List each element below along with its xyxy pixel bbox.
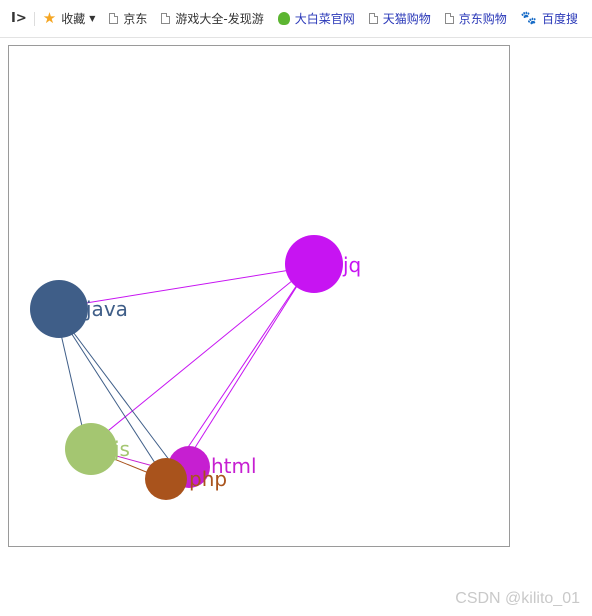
bookmarks-bar: I> ★ 收藏 ▼ 京东 游戏大全-发现游 大白菜官网 天猫购物 京东购物 🐾 … (0, 0, 592, 38)
page-icon (161, 13, 171, 24)
edge-layer (54, 266, 310, 481)
bookmark-jingdong[interactable]: 京东 (109, 7, 147, 31)
bookmark-label: 天猫购物 (382, 12, 431, 26)
bookmark-tmall[interactable]: 天猫购物 (368, 7, 431, 31)
toolbar-divider (33, 11, 35, 26)
bookmark-baidu[interactable]: 🐾 百度搜 (521, 7, 578, 31)
graph-edge-jq-js (86, 266, 310, 449)
graph-node-label-js: js (113, 437, 130, 461)
bookmark-label: 收藏 (61, 12, 86, 26)
graph-node-label-java: java (85, 297, 128, 321)
bookmark-jd-shopping[interactable]: 京东购物 (444, 7, 507, 31)
graph-node-js[interactable] (65, 423, 117, 475)
graph-node-label-html: html (211, 454, 257, 478)
bookmark-label: 百度搜 (541, 12, 578, 26)
graph-node-label-php: php (189, 467, 227, 491)
bookmark-label: 京东 (123, 12, 148, 26)
bookmark-label: 大白菜官网 (294, 12, 355, 26)
watermark: CSDN @kilito_01 (455, 590, 580, 607)
graph-edge-jq-java (54, 266, 310, 309)
graph-node-jq[interactable] (285, 235, 343, 293)
bookmark-games[interactable]: 游戏大全-发现游 (161, 7, 264, 31)
sidebar-toggle-button[interactable]: I> (11, 11, 27, 26)
graph-edge-jq-html (178, 266, 310, 474)
graph-edge-java-html (54, 307, 180, 474)
bookmark-dabaicai[interactable]: 大白菜官网 (277, 7, 355, 31)
page-icon (368, 13, 378, 24)
graph-node-java[interactable] (30, 280, 88, 338)
star-icon: ★ (42, 9, 57, 27)
bookmark-label: 京东购物 (458, 12, 507, 26)
paw-icon: 🐾 (520, 11, 537, 26)
graph-edge-jq-php (165, 266, 310, 481)
page-icon (444, 13, 454, 24)
graph-edge-java-php (54, 307, 167, 481)
graph-node-php[interactable] (145, 458, 187, 500)
graph-node-label-jq: jq (342, 253, 361, 277)
bookmark-label: 游戏大全-发现游 (175, 12, 264, 26)
page-icon (109, 13, 119, 24)
caret-down-icon[interactable]: ▼ (89, 14, 96, 23)
bookmark-favorites[interactable]: ★ 收藏 ▼ (43, 7, 96, 31)
node-layer (30, 235, 343, 500)
vegetable-icon (277, 12, 290, 25)
